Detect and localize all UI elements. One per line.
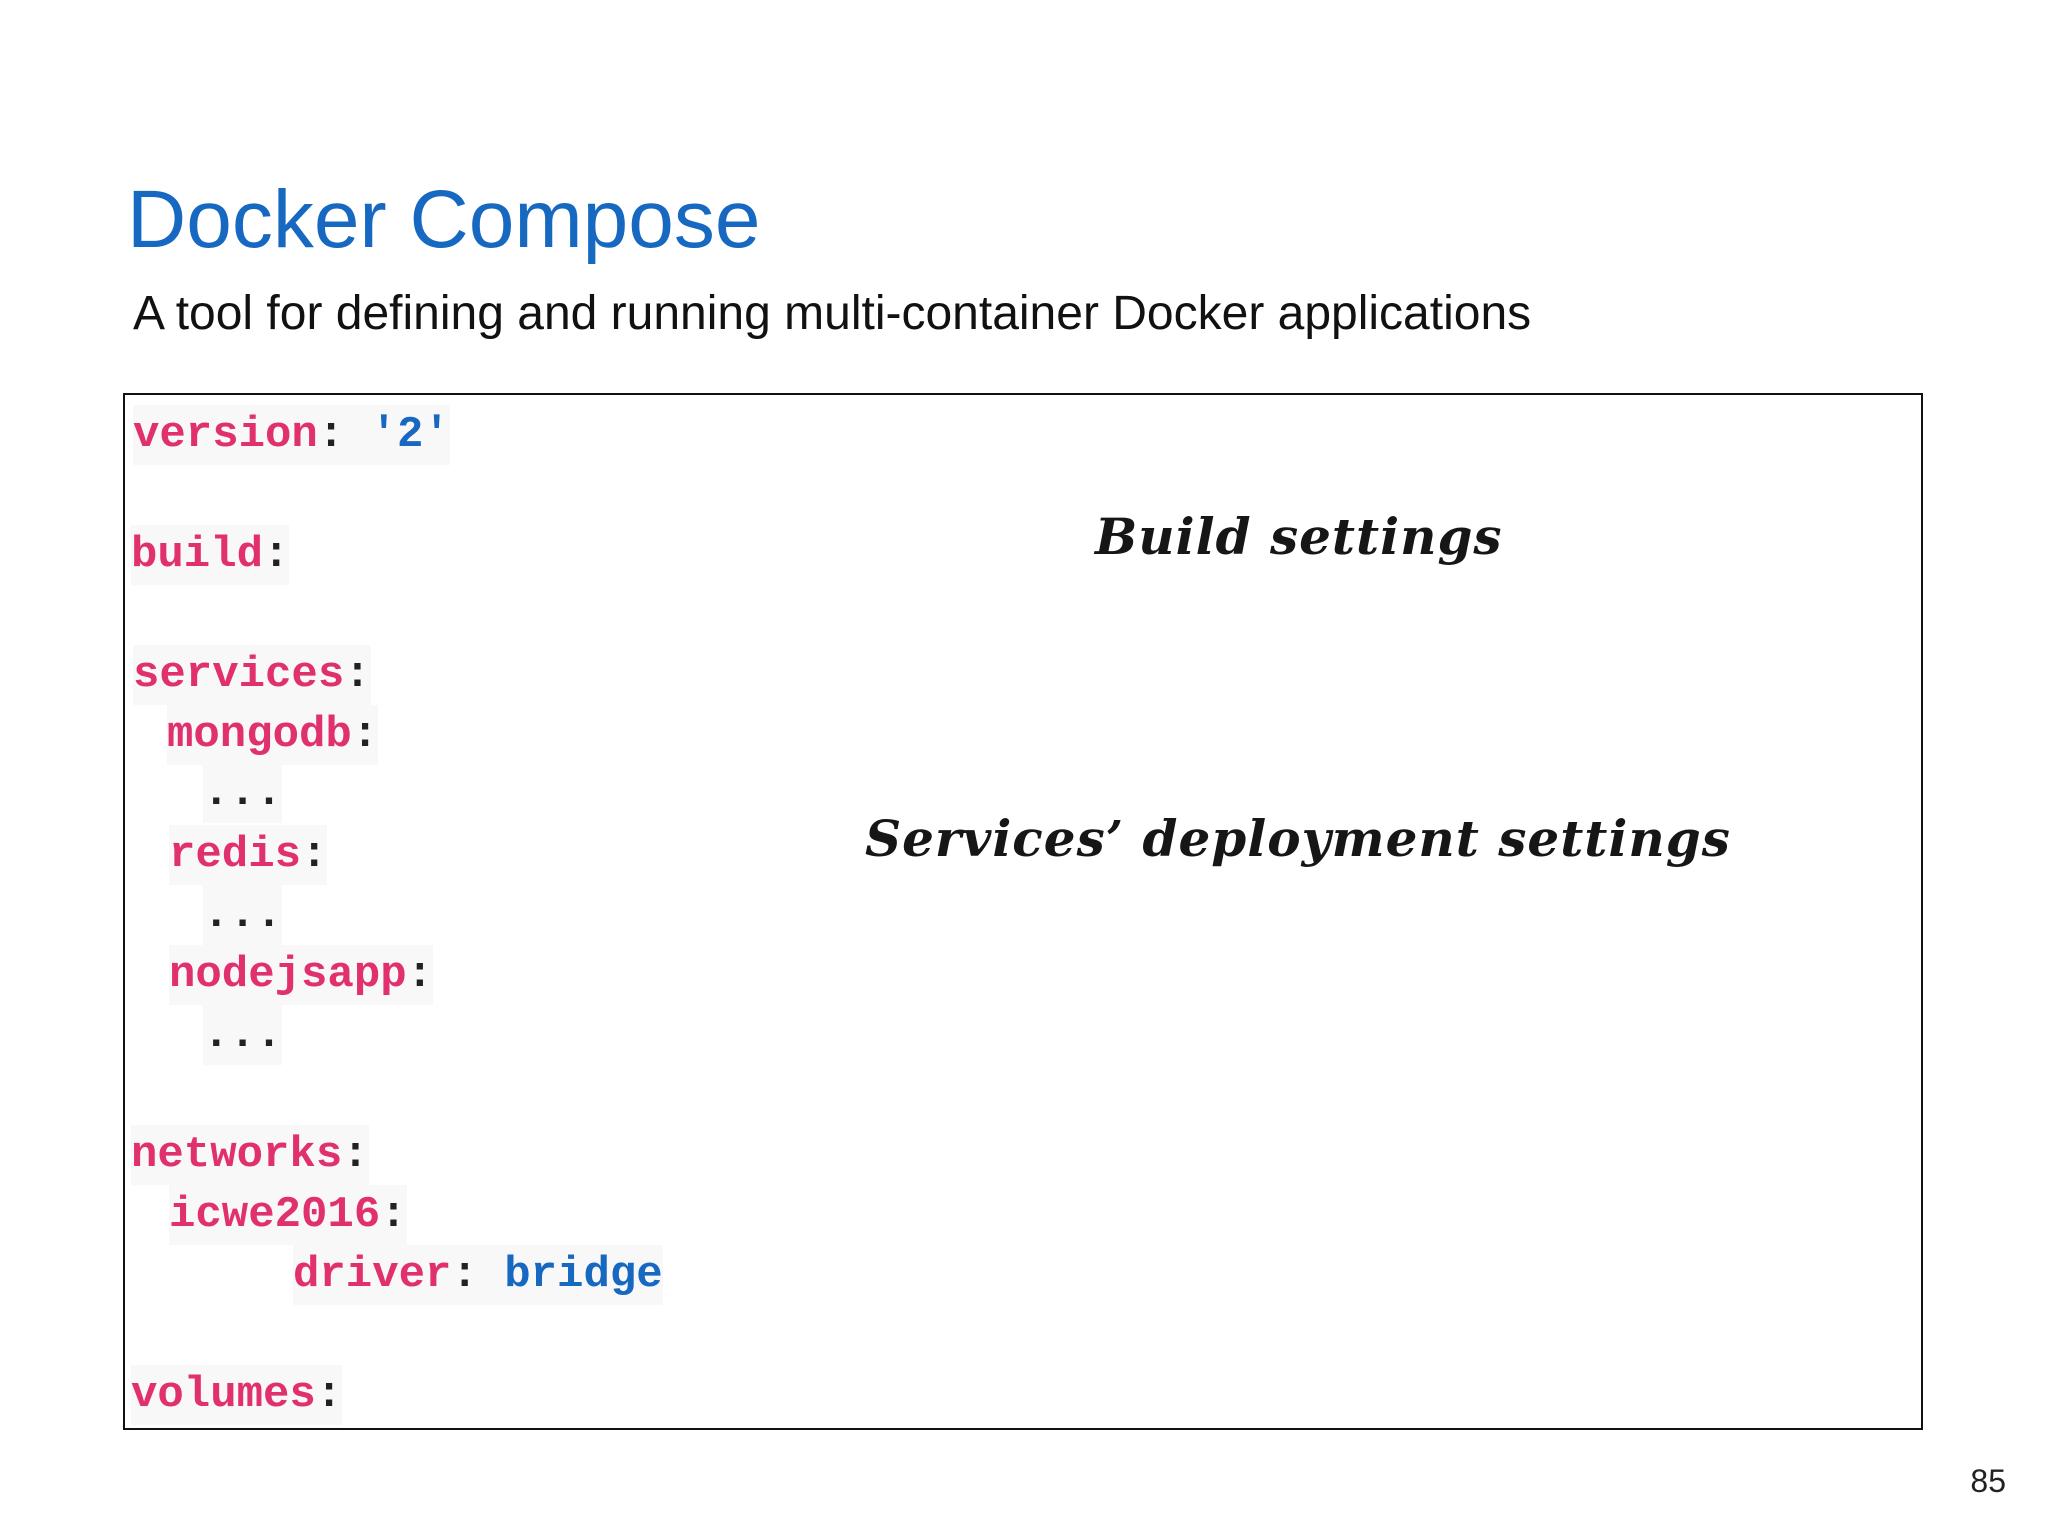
yaml-key-redis: redis: [169, 830, 302, 880]
code-line-ellipsis: ...: [203, 885, 283, 945]
code-line-redis: redis:: [169, 825, 328, 885]
yaml-colon: :: [380, 1190, 407, 1240]
page-number: 85: [1970, 1463, 2006, 1499]
code-line-mongodb: mongodb:: [167, 705, 379, 765]
code-line-ellipsis: ...: [203, 1005, 283, 1065]
yaml-key-networks: networks: [131, 1130, 343, 1180]
yaml-value-driver: bridge: [504, 1250, 663, 1300]
code-line-build: build:: [131, 525, 290, 585]
yaml-key-nodejsapp: nodejsapp: [169, 950, 407, 1000]
yaml-ellipsis: ...: [203, 1010, 283, 1060]
yaml-colon: :: [342, 1130, 369, 1180]
yaml-colon: :: [317, 410, 345, 460]
yaml-key-mongodb: mongodb: [167, 710, 352, 760]
code-line-ellipsis: ...: [203, 763, 283, 823]
code-line-icwe2016: icwe2016:: [169, 1185, 407, 1245]
yaml-colon: :: [406, 950, 434, 1000]
code-line-services: services:: [133, 645, 371, 705]
code-line-volumes: volumes:: [131, 1365, 343, 1425]
yaml-value-version: '2': [370, 410, 450, 460]
yaml-key-icwe2016: icwe2016: [169, 1190, 381, 1240]
build-settings-annotation: Build settings: [1095, 507, 1503, 566]
code-line-driver: driver: bridge: [293, 1245, 663, 1305]
code-line-version: version: '2': [133, 405, 450, 465]
yaml-key-services: services: [133, 650, 345, 700]
code-line-networks: networks:: [131, 1125, 369, 1185]
yaml-key-version: version: [133, 410, 318, 460]
yaml-colon: :: [315, 1370, 343, 1420]
yaml-colon: :: [451, 1250, 478, 1300]
code-block: version: '2' build: services: mongodb: .…: [123, 393, 1923, 1430]
yaml-ellipsis: ...: [203, 768, 283, 818]
slide-subtitle: A tool for defining and running multi-co…: [133, 287, 1532, 340]
yaml-ellipsis: ...: [203, 890, 283, 940]
services-settings-annotation: Services’ deployment settings: [865, 809, 1731, 868]
yaml-colon: :: [351, 710, 379, 760]
slide-title: Docker Compose: [127, 174, 761, 265]
yaml-key-build: build: [131, 530, 264, 580]
yaml-colon: :: [344, 650, 371, 700]
yaml-key-driver: driver: [293, 1250, 452, 1300]
yaml-colon: :: [263, 530, 290, 580]
yaml-key-volumes: volumes: [131, 1370, 316, 1420]
yaml-colon: :: [301, 830, 328, 880]
code-line-nodejsapp: nodejsapp:: [169, 945, 434, 1005]
